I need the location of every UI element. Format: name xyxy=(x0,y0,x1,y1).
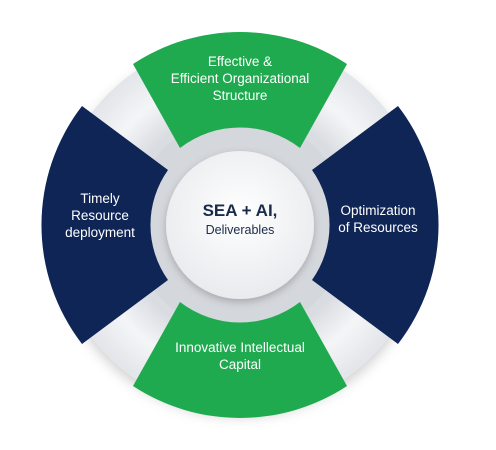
center-title: SEA + AI, xyxy=(203,201,278,220)
center-circle xyxy=(166,151,314,299)
segment-top xyxy=(133,32,347,148)
segment-bottom xyxy=(133,302,347,418)
segment-right-label-line2: of Resources xyxy=(338,220,418,235)
center-subtitle: Deliverables xyxy=(206,223,275,237)
segment-bottom-label-line1: Innovative Intellectual xyxy=(175,340,305,355)
segment-left-label-line3: deployment xyxy=(65,225,135,240)
segment-left-label-line2: Resource xyxy=(71,208,129,223)
segment-top-label-line2: Efficient Organizational xyxy=(171,71,310,86)
segment-top-label-line3: Structure xyxy=(213,88,268,103)
segment-left xyxy=(41,106,168,344)
segment-top-label-line1: Effective & xyxy=(208,54,272,69)
segment-left-label-line1: Timely xyxy=(80,191,119,206)
segment-bottom-label-line2: Capital xyxy=(219,357,261,372)
segment-right xyxy=(312,106,439,344)
segment-right-label-line1: Optimization xyxy=(340,203,415,218)
